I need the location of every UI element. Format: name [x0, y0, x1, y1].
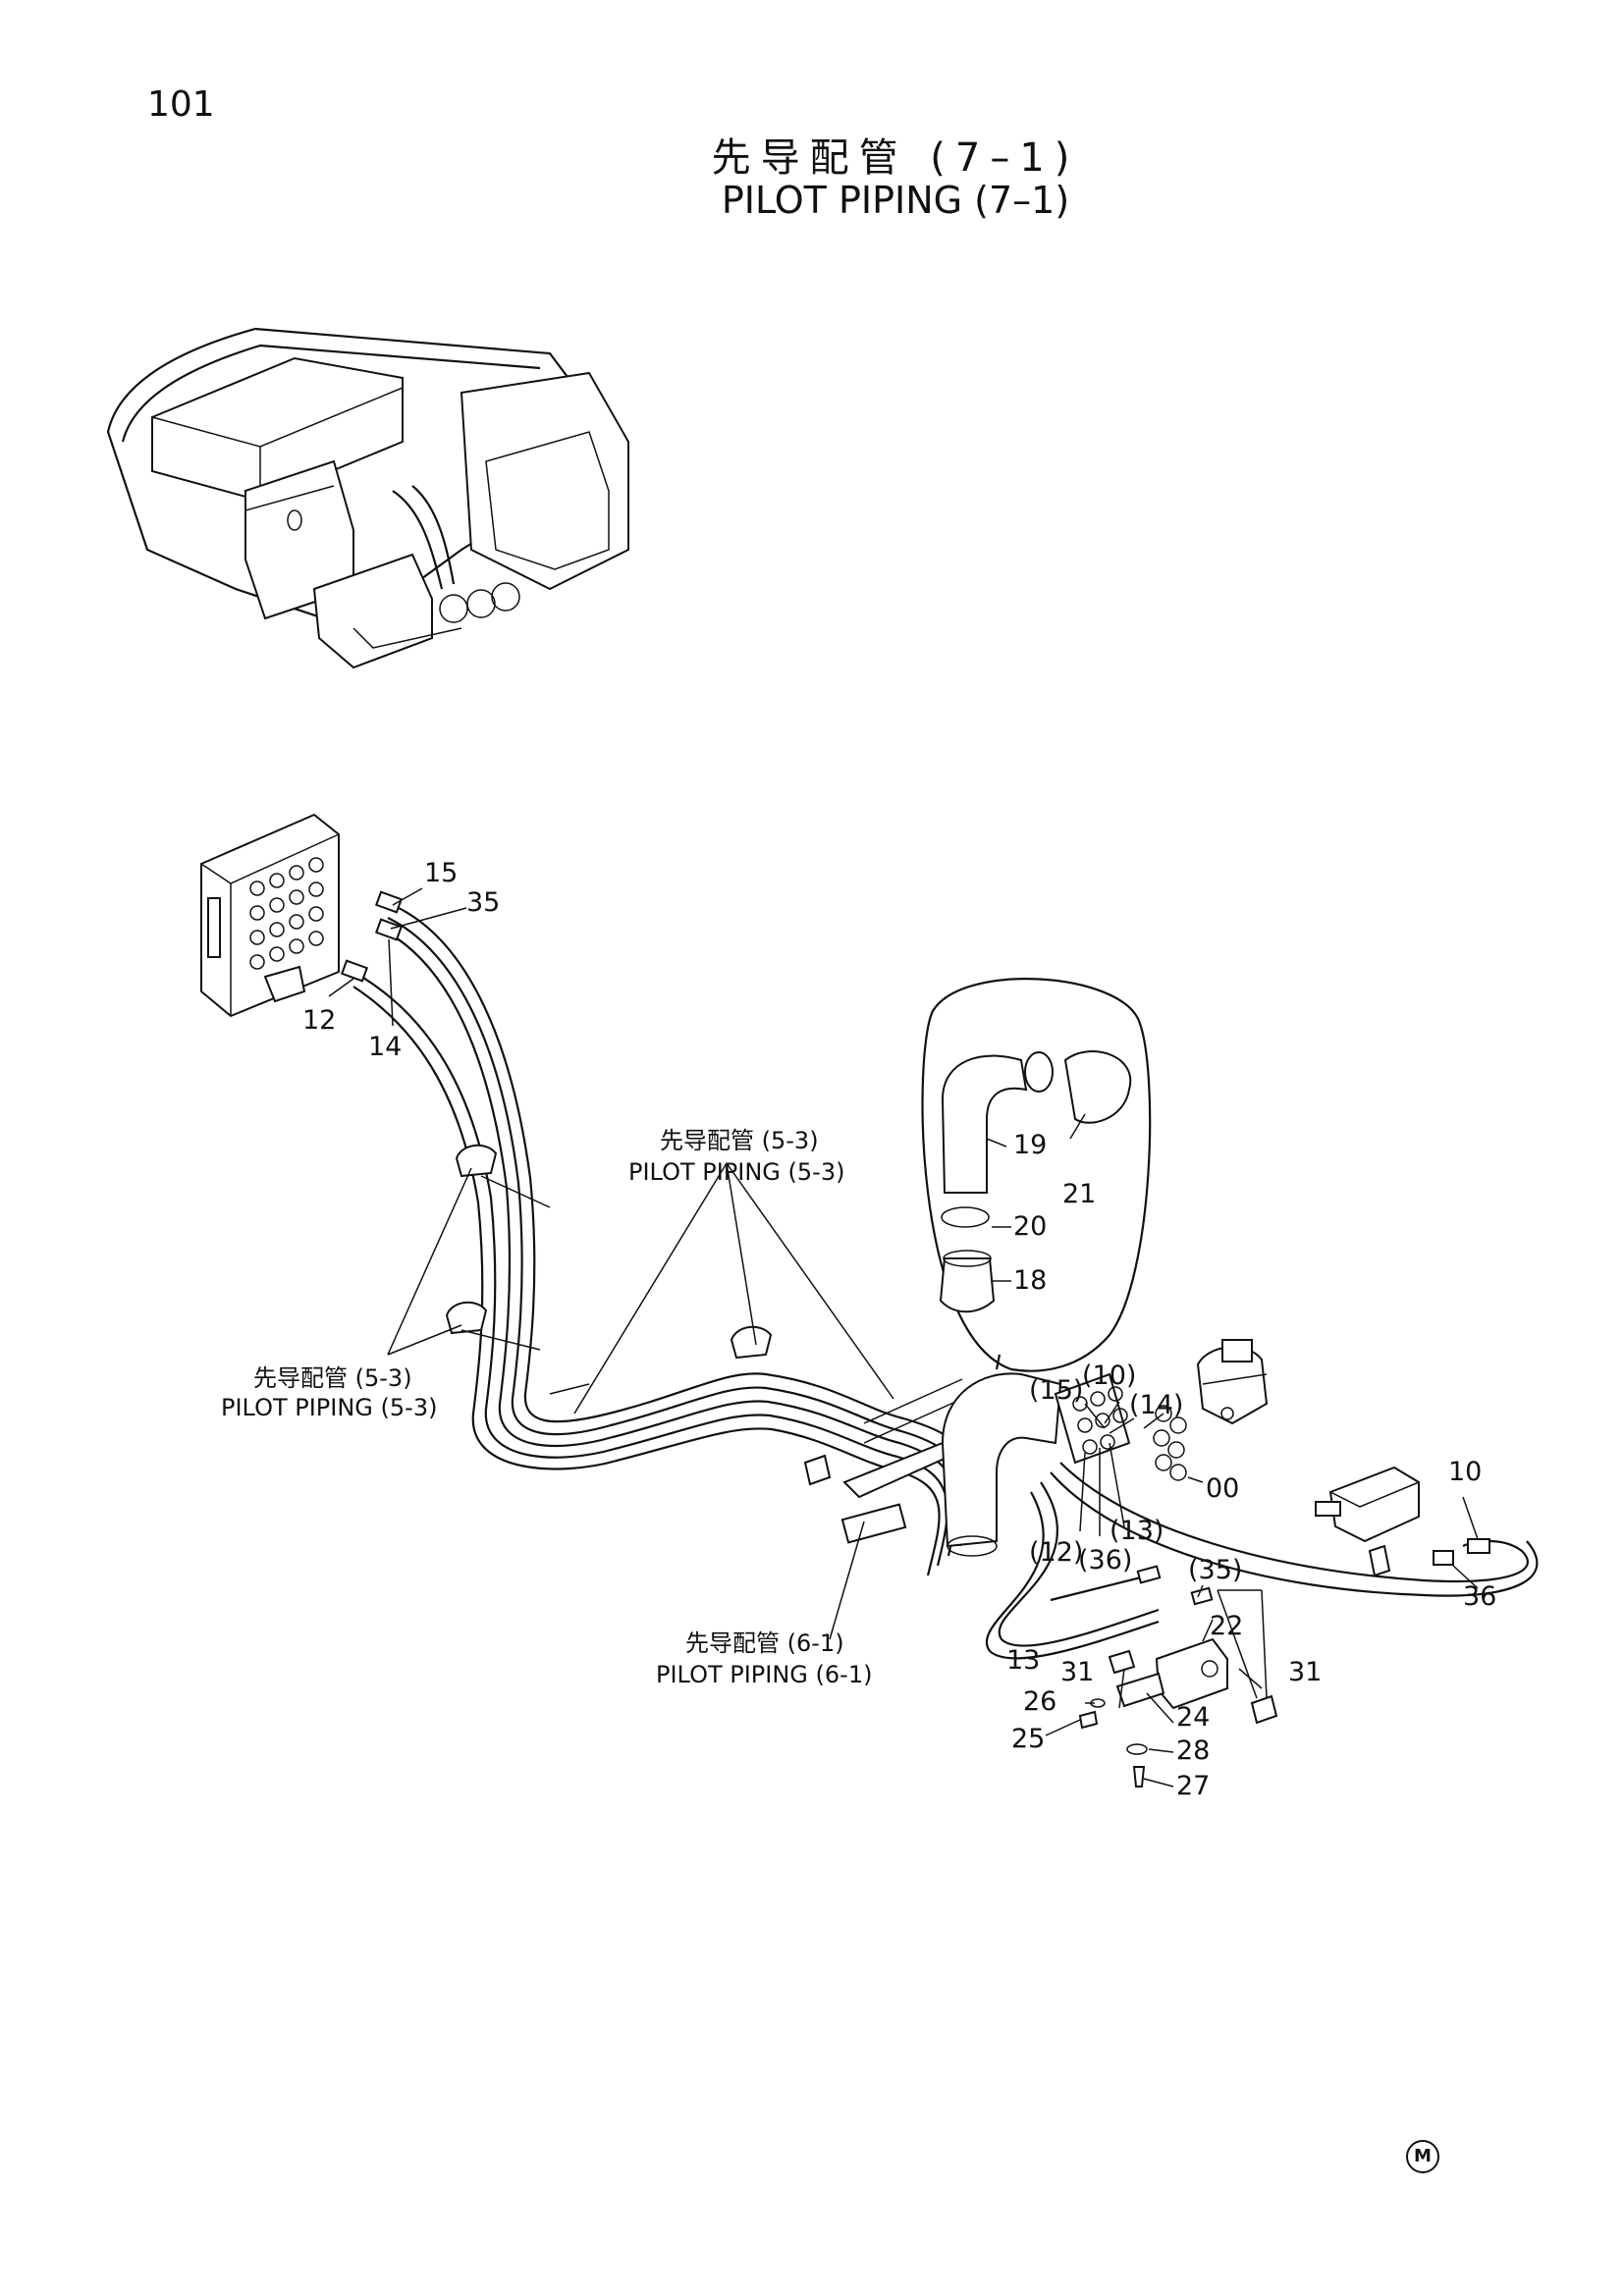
callout-14: 14 [368, 1032, 402, 1062]
page-title-chinese: 先导配管 (7–1) [711, 135, 1080, 181]
callout-13-ref: (13) [1110, 1516, 1164, 1546]
callout-36-ref: (36) [1078, 1545, 1132, 1575]
callout-24: 24 [1176, 1702, 1210, 1733]
callout-26: 26 [1023, 1686, 1056, 1717]
ref-5-3-left-cn: 先导配管 (5-3) [253, 1364, 412, 1392]
callout-13: 13 [1006, 1645, 1040, 1676]
callout-15-ref: (15) [1029, 1375, 1083, 1406]
callout-10-ref: (10) [1082, 1361, 1136, 1391]
page-number: 101 [147, 84, 215, 125]
callout-15: 15 [424, 858, 458, 888]
ref-6-1-cn: 先导配管 (6-1) [685, 1629, 844, 1657]
ref-6-1-en: PILOT PIPING (6-1) [656, 1661, 872, 1688]
callout-25: 25 [1011, 1724, 1045, 1754]
callout-14-ref: (14) [1129, 1390, 1183, 1420]
ref-5-3-left-en: PILOT PIPING (5-3) [221, 1394, 437, 1421]
detail-inset [921, 978, 1152, 1372]
control-valve-drawing [200, 813, 340, 1018]
callout-19: 19 [1013, 1130, 1047, 1160]
callout-12-ref: (12) [1029, 1537, 1083, 1568]
cross-references: 先导配管 (5-3) PILOT PIPING (5-3) 先导配管 (5-3)… [221, 1127, 872, 1688]
bracket-parts-drawing [1078, 1637, 1278, 1788]
callout-22: 22 [1210, 1611, 1243, 1641]
callout-27: 27 [1176, 1771, 1210, 1801]
callout-28: 28 [1176, 1735, 1210, 1766]
callout-31-left: 31 [1060, 1657, 1094, 1687]
page-title-english: PILOT PIPING (7–1) [721, 179, 1070, 222]
callout-12: 12 [302, 1005, 336, 1036]
callout-31-right: 31 [1288, 1657, 1322, 1687]
callout-20: 20 [1013, 1211, 1047, 1242]
callout-35: 35 [466, 887, 500, 918]
excavator-overview-drawing [106, 327, 629, 669]
part-callouts: 15 35 12 14 19 21 20 18 (15) (10) (14) 0… [302, 858, 1496, 1801]
callout-35-ref: (35) [1188, 1555, 1242, 1585]
ref-5-3-top-en: PILOT PIPING (5-3) [628, 1158, 844, 1186]
manufacturer-mark-icon: M [1406, 2140, 1439, 2173]
pilot-hose-bundle [340, 890, 977, 1576]
callout-18: 18 [1013, 1265, 1047, 1296]
callout-10: 10 [1448, 1457, 1482, 1487]
leader-lines [328, 887, 1479, 1788]
right-valve-drawing [1315, 1466, 1490, 1577]
callout-21: 21 [1062, 1179, 1096, 1209]
swivel-elbow-drawing [941, 1372, 1539, 1660]
pilot-valve-drawing [1196, 1339, 1269, 1425]
ref-5-3-top-cn: 先导配管 (5-3) [660, 1127, 819, 1154]
callout-36: 36 [1463, 1581, 1496, 1612]
callout-00: 00 [1206, 1473, 1239, 1504]
